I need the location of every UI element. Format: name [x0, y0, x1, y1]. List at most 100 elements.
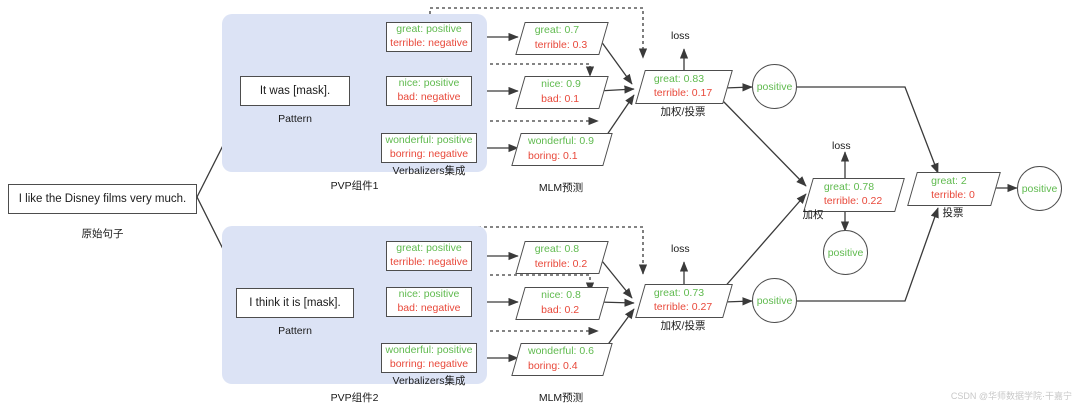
verbalizer-box-2-2: nice: positive bad: negative: [386, 287, 472, 317]
agg-box-1: great: 0.83 terrible: 0.17: [635, 70, 733, 104]
agg-pos-word-2: great:: [653, 286, 681, 299]
mlm-pos-word-1-2: nice:: [541, 78, 564, 91]
vote-pos-value: 2: [960, 174, 967, 187]
mlm-neg-word-2-1: terrible:: [534, 257, 570, 270]
result-circle-2: positive: [752, 278, 797, 323]
pattern-text-2: I think it is [mask].: [249, 297, 341, 309]
agg-neg-value-2: 0.27: [691, 301, 713, 313]
mlm-box-1-2: nice: 0.9 bad: 0.1: [515, 76, 609, 109]
pattern-text-1: It was [mask].: [259, 85, 331, 97]
verbalizer-box-2-1: great: positive terrible: negative: [386, 241, 472, 271]
agg-neg-value-1: 0.17: [691, 87, 713, 99]
mlm-box-2-2: nice: 0.8 bad: 0.2: [515, 287, 609, 320]
mlm-caption-1: MLM预测: [538, 182, 584, 194]
agg-neg-word-2: terrible:: [653, 301, 689, 313]
agg-neg-word-1: terrible:: [653, 87, 689, 99]
agg-box-2: great: 0.73 terrible: 0.27: [635, 284, 733, 318]
verb-pos-word-1-2: nice:: [398, 77, 421, 90]
agg-pos-value-1: 0.83: [683, 72, 705, 85]
agg-caption-2: 加权/投票: [660, 320, 706, 332]
verb-pos-label-2-3: positive: [436, 344, 473, 357]
weighted-box: great: 0.78 terrible: 0.22: [803, 178, 905, 212]
verb-neg-label-1-2: negative: [420, 91, 461, 103]
result-circle-1: positive: [752, 64, 797, 109]
mlm-pos-word-2-1: great:: [534, 243, 562, 256]
mlm-neg-word-2-3: boring:: [528, 359, 561, 372]
verbalizer-box-2-3: wonderful: positive borring: negative: [381, 343, 477, 373]
verb-neg-label-2-3: negative: [428, 358, 469, 370]
mlm-neg-value-2-1: 0.2: [572, 257, 588, 270]
mlm-box-2-3: wonderful: 0.6 boring: 0.4: [511, 343, 613, 376]
verb-pos-label-1-1: positive: [426, 23, 462, 36]
verb-pos-word-2-2: nice:: [398, 288, 421, 301]
mlm-neg-value-1-1: 0.3: [572, 38, 588, 51]
mlm-box-1-3: wonderful: 0.9 boring: 0.1: [511, 133, 613, 166]
mlm-neg-word-1-3: boring:: [528, 149, 561, 162]
mlm-neg-value-1-3: 0.1: [563, 149, 578, 162]
mlm-pos-word-2-3: wonderful:: [528, 345, 577, 358]
pvp-caption-1: PVP组件1: [330, 180, 379, 192]
vote-caption: 投票: [942, 207, 964, 219]
verbalizers-caption-1: Verbalizers集成: [392, 165, 466, 177]
pattern-caption-2: Pattern: [278, 325, 312, 337]
verb-pos-label-1-3: positive: [436, 134, 473, 147]
verb-neg-word-2-3: borring:: [389, 358, 426, 370]
input-sentence-box: I like the Disney films very much.: [8, 184, 197, 214]
agg-pos-word-1: great:: [653, 72, 681, 85]
mlm-pos-word-2-2: nice:: [541, 289, 564, 302]
weighted-pos-value: 0.78: [853, 180, 875, 193]
mlm-pos-word-1-3: wonderful:: [528, 135, 577, 148]
mlm-pos-word-1-1: great:: [534, 24, 562, 37]
pvp-caption-2: PVP组件2: [330, 392, 379, 404]
verb-neg-label-1-3: negative: [428, 148, 469, 160]
vote-pos-word: great:: [931, 174, 958, 187]
mlm-pos-value-1-1: 0.7: [564, 24, 580, 37]
verb-pos-label-2-1: positive: [426, 242, 462, 255]
weighted-neg-value: 0.22: [861, 195, 883, 207]
vote-box: great: 2 terrible: 0: [907, 172, 1001, 206]
verb-neg-label-2-1: negative: [428, 256, 468, 268]
verbalizer-box-1-2: nice: positive bad: negative: [386, 76, 472, 106]
mlm-pos-value-1-3: 0.9: [579, 135, 594, 148]
mlm-caption-2: MLM预测: [538, 392, 584, 404]
mlm-neg-word-1-2: bad:: [541, 92, 562, 105]
verb-pos-word-2-1: great:: [396, 242, 424, 255]
mlm-box-2-1: great: 0.8 terrible: 0.2: [515, 241, 609, 274]
verb-neg-word-1-1: terrible:: [390, 37, 426, 49]
mlm-box-1-1: great: 0.7 terrible: 0.3: [515, 22, 609, 55]
verb-pos-label-2-2: positive: [423, 288, 460, 301]
final-result-circle: positive: [1017, 166, 1062, 211]
vote-neg-word: terrible:: [931, 189, 967, 201]
mlm-neg-value-2-2: 0.2: [564, 303, 580, 316]
verb-neg-label-2-2: negative: [420, 302, 461, 314]
verbalizers-caption-2: Verbalizers集成: [392, 375, 466, 387]
pattern-box-1: It was [mask].: [240, 76, 350, 106]
verb-pos-word-2-3: wonderful:: [385, 344, 434, 357]
verb-pos-label-1-2: positive: [423, 77, 460, 90]
mlm-neg-value-2-3: 0.4: [563, 359, 578, 372]
vote-neg-value: 0: [969, 189, 975, 201]
verb-neg-word-1-3: borring:: [389, 148, 426, 160]
verbalizer-box-1-3: wonderful: positive borring: negative: [381, 133, 477, 163]
weighted-pos-word: great:: [823, 180, 851, 193]
verb-pos-word-1-3: wonderful:: [385, 134, 434, 147]
watermark: CSDN @华师数据学院·干嘉宁: [950, 391, 1072, 401]
agg-pos-value-2: 0.73: [683, 286, 705, 299]
input-sentence-text: I like the Disney films very much.: [18, 193, 187, 205]
verb-pos-word-1-1: great:: [396, 23, 424, 36]
verb-neg-word-2-2: bad:: [397, 302, 418, 314]
mlm-pos-value-1-2: 0.9: [566, 78, 581, 91]
verb-neg-word-2-1: terrible:: [390, 256, 426, 268]
pattern-box-2: I think it is [mask].: [236, 288, 354, 318]
mlm-pos-value-2-2: 0.8: [566, 289, 581, 302]
weighted-caption: 加权: [802, 209, 824, 221]
loss-label-2: loss: [671, 243, 690, 255]
loss-label-weighted: loss: [832, 140, 851, 152]
weighted-result-circle: positive: [823, 230, 868, 275]
pattern-caption-1: Pattern: [278, 113, 312, 125]
verb-neg-label-1-1: negative: [428, 37, 468, 49]
input-sentence-caption: 原始句子: [81, 228, 124, 240]
verb-neg-word-1-2: bad:: [397, 91, 418, 103]
mlm-pos-value-2-1: 0.8: [564, 243, 580, 256]
